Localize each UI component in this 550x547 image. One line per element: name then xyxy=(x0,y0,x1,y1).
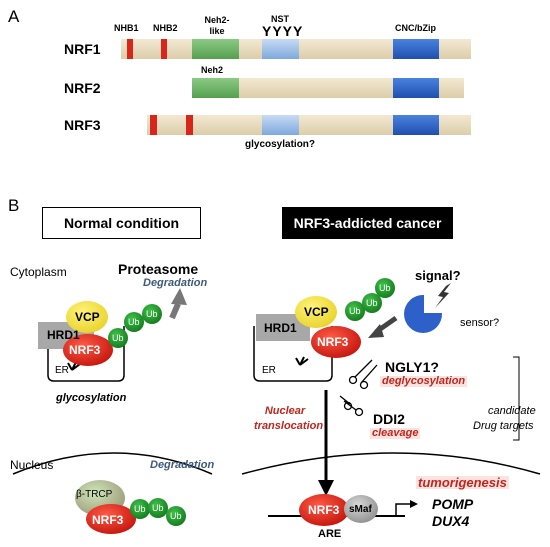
sensor-icon xyxy=(404,294,443,333)
ub-right-3 xyxy=(375,278,395,298)
domain-nhb2: NHB2 xyxy=(153,23,178,33)
nucleus-envelope-right xyxy=(241,452,541,475)
domain-neh2-like: Neh2-like xyxy=(204,15,230,36)
vcp-label-left: VCP xyxy=(75,310,100,324)
nuclear-translocation-label: Nuclear translocation xyxy=(254,405,324,432)
glycosylation-label: glycosylation xyxy=(56,392,127,404)
signal-label: signal? xyxy=(415,268,461,283)
ub-label-right-3: Ub xyxy=(379,283,391,293)
ub-left-1 xyxy=(108,328,128,348)
er-label-left: ER xyxy=(55,365,69,376)
domain-cnc-bzip: CNC/bZip xyxy=(395,23,436,33)
hrd1-label-right: HRD1 xyxy=(264,321,297,335)
nrf3-label-left: NRF3 xyxy=(69,343,101,357)
tumorigenesis-label: tumorigenesis xyxy=(416,475,509,490)
degradation-label: Degradation xyxy=(143,277,208,289)
are-label: ARE xyxy=(318,528,342,540)
nrf2-bar xyxy=(192,78,464,98)
protein-nrf2: NRF2 xyxy=(64,80,101,96)
ub-label-right-1: Ub xyxy=(349,306,361,316)
glycan-icon-right xyxy=(295,356,309,366)
er-membrane-right xyxy=(253,326,333,382)
nucleus-label: Nucleus xyxy=(10,458,54,472)
cleavage-label: cleavage xyxy=(370,427,421,439)
nrf3-label-right: NRF3 xyxy=(317,335,349,349)
vcp-right xyxy=(295,296,337,328)
smaf-label: sMaf xyxy=(349,504,372,515)
nrf3-bar xyxy=(147,115,471,135)
nrf3-right xyxy=(311,326,361,358)
panel-b-label: B xyxy=(8,196,20,215)
cytoplasm-label: Cytoplasm xyxy=(10,265,67,279)
nrf3-left xyxy=(63,334,113,366)
pomp-label: POMP xyxy=(432,496,474,512)
scissors-icon-ngly1 xyxy=(348,359,378,390)
glycosylation-question: glycosylation? xyxy=(245,139,316,150)
degradation-arrow-head xyxy=(171,288,187,305)
ub-left-2 xyxy=(124,312,144,332)
nrf3-label-nucleus-left: NRF3 xyxy=(92,513,124,527)
protein-nrf3: NRF3 xyxy=(64,117,101,133)
normal-condition-title: Normal condition xyxy=(42,207,201,239)
ngly1-label: NGLY1? xyxy=(385,359,439,375)
panel-a-label: A xyxy=(8,7,20,26)
drug-target-bracket xyxy=(513,356,520,441)
ub-right-2 xyxy=(362,293,382,313)
ub-nuc-3 xyxy=(166,506,186,526)
transcription-arrow-head xyxy=(410,500,418,508)
translocation-arrow-head xyxy=(318,480,334,496)
lightning-icon xyxy=(435,283,451,308)
nrf3-nucleus-right xyxy=(299,494,349,526)
ddi2-label: DDI2 xyxy=(373,411,405,427)
nrf1-bar xyxy=(121,39,471,59)
candidate-label: candidate xyxy=(488,405,536,417)
ub-nuc-2 xyxy=(148,498,168,518)
drug-targets-label: Drug targets xyxy=(473,420,534,432)
deglycosylation-label: deglycosylation xyxy=(380,375,468,387)
ub-label-nuc-2: Ub xyxy=(152,503,164,513)
ub-label-right-2: Ub xyxy=(366,298,378,308)
degradation-arrow-shaft xyxy=(169,302,181,320)
ub-label-nuc-3: Ub xyxy=(170,511,182,521)
transcription-arrow xyxy=(395,503,410,516)
ub-label-left-1: Ub xyxy=(112,333,124,343)
ub-label-left-3: Ub xyxy=(146,309,158,319)
scissors-icon-ddi2 xyxy=(339,395,364,417)
ub-label-nuc-1: Ub xyxy=(134,504,146,514)
vcp-left xyxy=(66,301,108,333)
domain-nhb1: NHB1 xyxy=(114,23,139,33)
domain-neh2: Neh2 xyxy=(201,65,224,75)
proteasome-label: Proteasome xyxy=(118,261,199,277)
domain-nst: NST xyxy=(271,14,289,24)
er-membrane xyxy=(47,326,125,382)
cancer-title: NRF3-addicted cancer xyxy=(282,207,453,239)
nrf3-nucleus-left xyxy=(86,504,136,534)
btrcp-label: β-TRCP xyxy=(76,489,113,500)
ub-right-1 xyxy=(345,301,365,321)
ub-nuc-1 xyxy=(130,499,150,519)
er-label-right: ER xyxy=(262,365,276,376)
hrd1-label-left: HRD1 xyxy=(47,328,80,342)
ub-label-left-2: Ub xyxy=(128,317,140,327)
degradation-label-nucleus: Degradation xyxy=(150,459,215,471)
smaf-blob xyxy=(344,495,378,523)
sensor-label: sensor? xyxy=(460,317,500,329)
vcp-label-right: VCP xyxy=(304,305,329,319)
nrf3-label-nucleus-right: NRF3 xyxy=(308,503,340,517)
dux4-label: DUX4 xyxy=(432,513,470,529)
nucleus-envelope-left xyxy=(12,452,213,475)
domain-nst-tyrosines: YYYY xyxy=(262,23,304,39)
protein-nrf1: NRF1 xyxy=(64,41,101,57)
ub-left-3 xyxy=(142,304,162,324)
sensor-arrow-head xyxy=(368,324,384,338)
